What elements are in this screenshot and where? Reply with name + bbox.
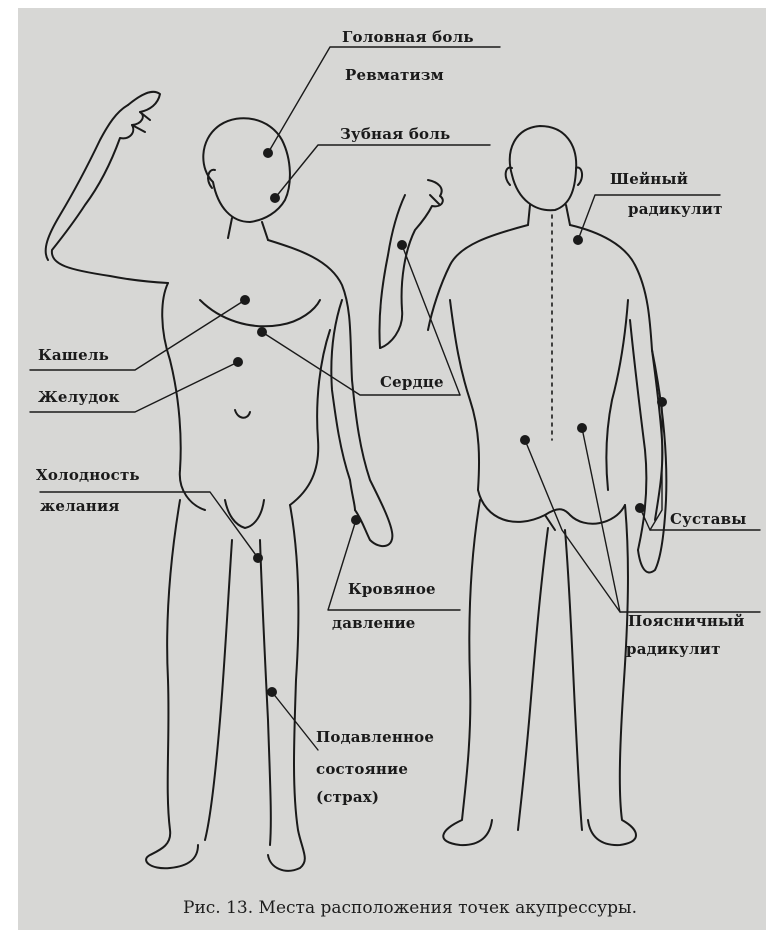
label-cough: Кашель (38, 346, 109, 365)
label-headache: Головная боль (342, 28, 474, 47)
label-pressure-2: давление (332, 614, 416, 633)
label-cervical-1: Шейный (610, 170, 688, 189)
label-toothache: Зубная боль (340, 125, 450, 144)
label-depressed-2: состояние (316, 760, 408, 779)
label-depressed-1: Подавленное (316, 728, 434, 747)
label-heart: Сердце (380, 373, 444, 392)
figure-caption: Рис. 13. Места расположения точек акупре… (130, 898, 690, 918)
label-frigidity-2: желания (40, 497, 120, 516)
label-frigidity-1: Холодность (36, 466, 140, 485)
label-pressure-1: Кровяное (348, 580, 436, 599)
label-stomach: Желудок (38, 388, 120, 407)
label-lumbar-1: Поясничный (628, 612, 745, 631)
label-lumbar-2: радикулит (626, 640, 721, 659)
label-joints: Суставы (670, 510, 747, 529)
label-rheumatism: Ревматизм (345, 66, 444, 85)
label-depressed-3: (страх) (316, 788, 379, 807)
label-cervical-2: радикулит (628, 200, 723, 219)
